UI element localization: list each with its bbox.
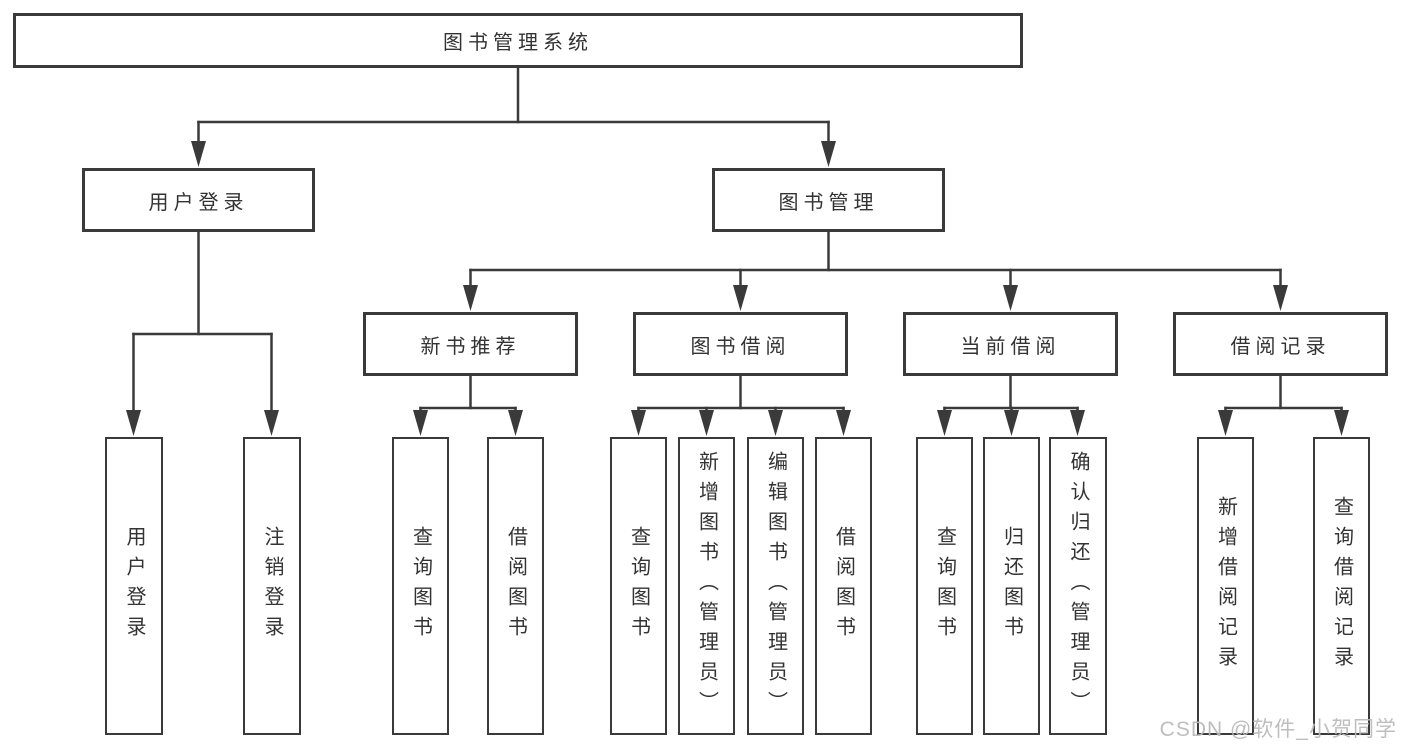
- node-book-borrow: 图书借阅: [633, 312, 848, 376]
- node-label: 借阅记录: [1230, 335, 1331, 358]
- node-leaf-query-borrow-record: 查询借阅记录: [1313, 437, 1370, 735]
- arrowhead-down-icon: [126, 410, 141, 436]
- arrowhead-down-icon: [463, 285, 478, 311]
- arrowhead-down-icon: [1004, 410, 1019, 436]
- node-user-login: 用户登录: [82, 168, 315, 232]
- node-leaf-add-books-admin: 新增图书（管理员）: [678, 437, 735, 735]
- arrowhead-down-icon: [508, 410, 523, 436]
- node-label: 新增借阅记录: [1214, 496, 1237, 676]
- node-leaf-query-books-2: 查询图书: [610, 437, 667, 735]
- node-leaf-query-books-3: 查询图书: [916, 437, 973, 735]
- node-label: 用户登录: [123, 526, 145, 646]
- node-borrow-records: 借阅记录: [1173, 312, 1388, 376]
- node-label: 借阅图书: [832, 526, 855, 646]
- node-label: 借阅图书: [504, 526, 527, 646]
- node-label: 查询借阅记录: [1330, 496, 1353, 676]
- node-label: 注销登录: [261, 526, 283, 646]
- node-label: 查询图书: [627, 526, 650, 646]
- arrowhead-down-icon: [413, 410, 428, 436]
- node-label: 编辑图书（管理员）: [764, 451, 787, 721]
- node-label: 图书管理系统: [443, 32, 593, 54]
- node-label: 查询图书: [933, 526, 956, 646]
- node-book-management: 图书管理: [712, 168, 945, 232]
- node-leaf-return-books: 归还图书: [983, 437, 1040, 735]
- arrowhead-down-icon: [1003, 285, 1018, 311]
- arrowhead-down-icon: [1334, 410, 1349, 436]
- arrowhead-down-icon: [768, 410, 783, 436]
- arrowhead-down-icon: [1070, 410, 1085, 436]
- node-label: 新书推荐: [420, 335, 521, 358]
- arrowhead-down-icon: [631, 410, 646, 436]
- arrowhead-down-icon: [699, 410, 714, 436]
- node-leaf-borrow-books-2: 借阅图书: [815, 437, 872, 735]
- node-new-book-recommend: 新书推荐: [363, 312, 578, 376]
- arrowhead-down-icon: [937, 410, 952, 436]
- node-label: 查询图书: [409, 526, 432, 646]
- node-label: 用户登录: [148, 191, 249, 214]
- watermark: CSDN @软件_小贺同学: [1159, 718, 1397, 741]
- node-label: 新增图书（管理员）: [695, 451, 718, 721]
- node-label: 确认归还（管理员）: [1067, 451, 1089, 721]
- node-leaf-confirm-return-admin: 确认归还（管理员）: [1049, 437, 1107, 735]
- node-current-borrow: 当前借阅: [903, 312, 1118, 376]
- arrowhead-down-icon: [836, 410, 851, 436]
- node-leaf-add-borrow-record: 新增借阅记录: [1197, 437, 1254, 735]
- node-label: 图书管理: [778, 191, 879, 214]
- arrowhead-down-icon: [1218, 410, 1233, 436]
- node-library-management-system: 图书管理系统: [13, 13, 1023, 68]
- arrowhead-down-icon: [264, 410, 279, 436]
- node-leaf-borrow-books-1: 借阅图书: [487, 437, 544, 735]
- node-leaf-logout: 注销登录: [243, 437, 301, 735]
- node-leaf-user-login: 用户登录: [105, 437, 163, 735]
- arrowhead-down-icon: [821, 141, 836, 167]
- arrowhead-down-icon: [733, 285, 748, 311]
- node-label: 归还图书: [1000, 526, 1023, 646]
- arrowhead-down-icon: [1273, 285, 1288, 311]
- arrowhead-down-icon: [191, 141, 206, 167]
- node-label: 图书借阅: [690, 335, 791, 358]
- node-leaf-edit-books-admin: 编辑图书（管理员）: [747, 437, 804, 735]
- node-label: 当前借阅: [960, 335, 1061, 358]
- node-leaf-query-books-1: 查询图书: [392, 437, 449, 735]
